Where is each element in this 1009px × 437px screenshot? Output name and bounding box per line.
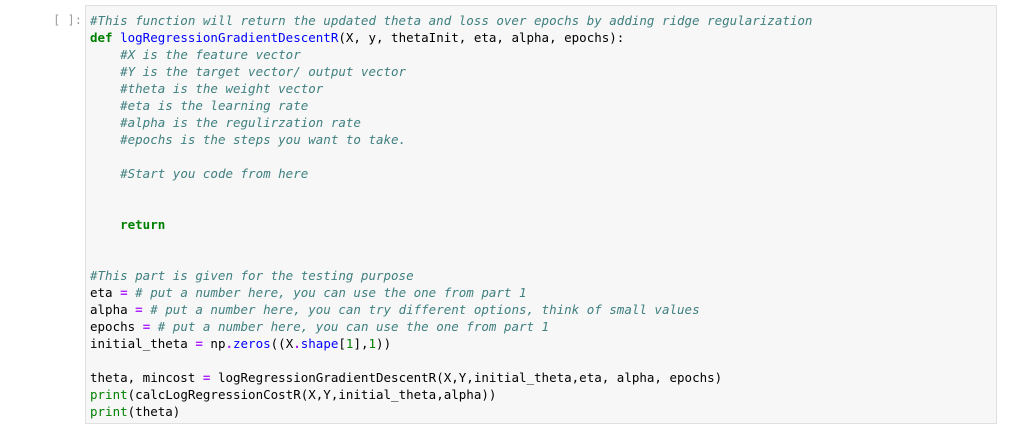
code-line: #This part is given for the testing purp…: [90, 267, 812, 284]
code-line: #epochs is the steps you want to take.: [90, 131, 812, 148]
code-token-plain: [90, 115, 120, 130]
code-token-plain: [113, 30, 121, 45]
code-token-plain: [90, 166, 120, 181]
code-token-comment: # put a number here, you can use the one…: [157, 319, 550, 334]
code-token-plain: [90, 132, 120, 147]
code-line: #eta is the learning rate: [90, 97, 812, 114]
code-line: def logRegressionGradientDescentR(X, y, …: [90, 29, 812, 46]
code-token-builtin: print: [90, 404, 128, 419]
code-line: #This function will return the updated t…: [90, 12, 812, 29]
code-token-comment: # put a number here, you can try differe…: [150, 302, 700, 317]
code-line: epochs = # put a number here, you can us…: [90, 318, 812, 335]
code-token-plain: (calcLogRegressionCostR(X,Y,initial_thet…: [127, 387, 497, 402]
code-line: initial_theta = np.zeros((X.shape[1],1)): [90, 335, 812, 352]
code-token-plain: np: [202, 336, 226, 351]
code-token-plain: alpha: [90, 302, 136, 317]
code-line: #Y is the target vector/ output vector: [90, 63, 812, 80]
cell-input-area[interactable]: #This function will return the updated t…: [85, 5, 997, 424]
code-token-plain: ((X: [270, 336, 294, 351]
code-token-op: =: [120, 285, 128, 300]
code-token-comment: #alpha is the regulirzation rate: [120, 115, 361, 130]
code-token-plain: eta: [90, 285, 121, 300]
code-line: [90, 233, 812, 250]
cell-prompt: [ ]:: [53, 13, 82, 27]
code-token-comment: #This function will return the updated t…: [90, 13, 813, 28]
code-line: #alpha is the regulirzation rate: [90, 114, 812, 131]
code-line: [90, 182, 812, 199]
code-line: return: [90, 216, 812, 233]
code-token-plain: [150, 319, 158, 334]
code-editor[interactable]: #This function will return the updated t…: [90, 12, 812, 420]
code-token-plain: [90, 81, 120, 96]
code-token-keyword: return: [120, 217, 166, 232]
code-token-op: .: [225, 336, 233, 351]
code-token-comment: # put a number here, you can use the one…: [135, 285, 527, 300]
code-token-plain: [90, 217, 120, 232]
code-token-op: .: [293, 336, 301, 351]
code-line: [90, 250, 812, 267]
code-line: #X is the feature vector: [90, 46, 812, 63]
code-token-plain: [90, 47, 120, 62]
code-line: print(theta): [90, 403, 812, 420]
code-line: #Start you code from here: [90, 165, 812, 182]
code-token-op: =: [202, 370, 211, 385]
code-token-keyword: def: [90, 30, 113, 45]
code-line: [90, 352, 812, 369]
code-token-num: 1: [368, 336, 377, 351]
code-line: #theta is the weight vector: [90, 80, 812, 97]
code-line: eta = # put a number here, you can use t…: [90, 284, 812, 301]
code-token-plain: [: [338, 336, 346, 351]
code-token-fn: logRegressionGradientDescentR: [120, 30, 339, 45]
code-token-plain: [90, 64, 120, 79]
code-token-plain: initial_theta: [90, 336, 196, 351]
code-token-method: zeros: [233, 336, 271, 351]
code-token-comment: #epochs is the steps you want to take.: [120, 132, 407, 147]
code-token-op: =: [195, 336, 203, 351]
code-token-plain: logRegressionGradientDescentR(X,Y,initia…: [210, 370, 723, 385]
code-token-comment: #Y is the target vector/ output vector: [120, 64, 407, 79]
code-token-plain: (X, y, thetaInit, eta, alpha, epochs):: [338, 30, 625, 45]
code-token-comment: #This part is given for the testing purp…: [90, 268, 414, 283]
code-line: print(calcLogRegressionCostR(X,Y,initial…: [90, 386, 812, 403]
code-token-comment: #X is the feature vector: [120, 47, 301, 62]
code-token-plain: theta, mincost: [90, 370, 203, 385]
code-token-plain: (theta): [127, 404, 181, 419]
code-token-comment: #theta is the weight vector: [120, 81, 324, 96]
code-line: [90, 148, 812, 165]
code-token-comment: #eta is the learning rate: [120, 98, 309, 113]
code-token-num: 1: [345, 336, 354, 351]
code-token-plain: epochs: [90, 319, 143, 334]
code-token-plain: ],: [353, 336, 369, 351]
code-token-comment: #Start you code from here: [120, 166, 309, 181]
code-token-builtin: print: [90, 387, 128, 402]
code-token-plain: )): [376, 336, 392, 351]
code-line: [90, 199, 812, 216]
code-line: theta, mincost = logRegressionGradientDe…: [90, 369, 812, 386]
code-token-method: shape: [300, 336, 339, 351]
code-token-op: =: [135, 302, 143, 317]
code-line: alpha = # put a number here, you can try…: [90, 301, 812, 318]
code-token-op: =: [142, 319, 151, 334]
code-token-plain: [90, 98, 120, 113]
